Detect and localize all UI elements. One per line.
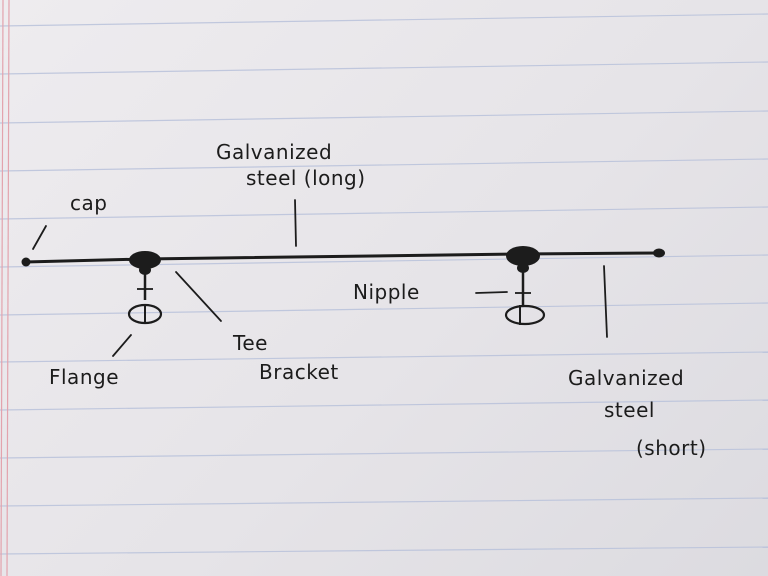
- long-pipe: [23, 251, 662, 264]
- flange-label: Flange: [49, 365, 119, 389]
- right-tee: [504, 246, 546, 326]
- leader-lines: [32, 199, 608, 357]
- left-tee: [127, 251, 163, 325]
- nipple-label: Nipple: [353, 280, 420, 304]
- tee-bracket-leader: [175, 271, 222, 322]
- cap-end: [21, 257, 31, 267]
- margin-lines: [0, 0, 10, 576]
- cap-label: cap: [70, 191, 108, 215]
- galvanized-long-label-line1: Galvanized: [216, 140, 333, 164]
- ruled-lines: [0, 13, 768, 555]
- nipple-leader: [475, 291, 508, 294]
- galvanized-long-leader: [294, 199, 297, 247]
- galvanized-short-label-line1: Galvanized: [568, 366, 685, 390]
- right-end-cap: [653, 248, 665, 258]
- flange-leader: [112, 334, 132, 357]
- galvanized-short-label-line3: (short): [636, 436, 707, 460]
- cap-leader: [32, 225, 47, 250]
- galvanized-short-label-line2: steel: [604, 398, 655, 422]
- galvanized-long-label-line2: steel (long): [246, 166, 366, 190]
- galvanized-short-leader: [603, 265, 608, 338]
- tee-label: Tee: [233, 331, 268, 355]
- bracket-label: Bracket: [259, 360, 339, 384]
